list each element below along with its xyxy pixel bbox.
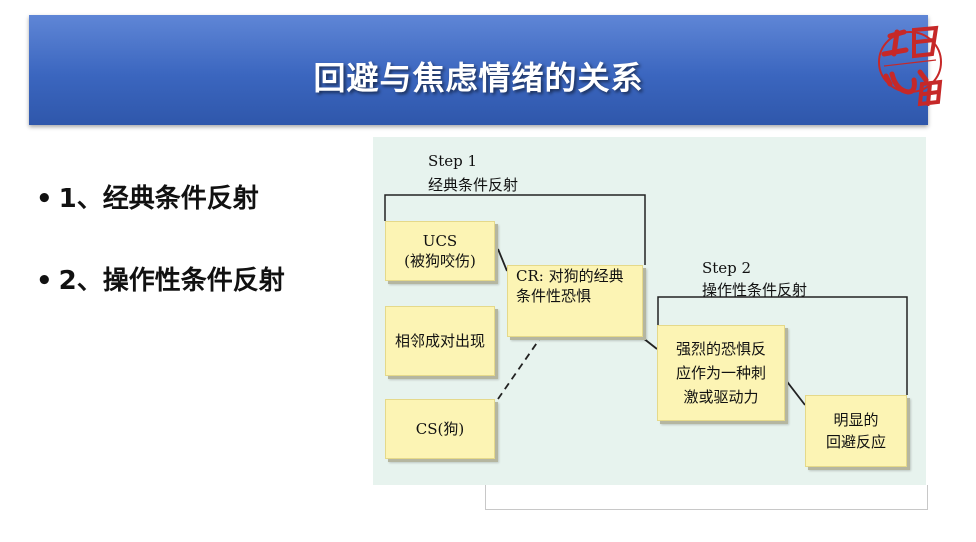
bullet-dot: •: [36, 266, 53, 296]
conditioning-diagram: Step 1 经典条件反射 Step 2 操作性条件反射 UCS (被狗咬伤) …: [373, 137, 926, 485]
cs-label: CS(狗): [415, 420, 465, 438]
bullet-list: •1、经典条件反射 •2、操作性条件反射: [36, 178, 285, 342]
step2-title: Step 2: [702, 259, 752, 277]
fear-line2: 应作为一种刺: [675, 364, 766, 382]
cr-box: CR: 对狗的经典 条件性恐惧: [507, 265, 643, 337]
step1-bracket: [384, 194, 646, 265]
bullet-text: 2、操作性条件反射: [58, 266, 285, 296]
seal-logo-icon: [878, 25, 943, 107]
ucs-label: UCS: [422, 232, 458, 250]
step2-bracket: [657, 296, 908, 395]
avoid-line1: 明显的: [833, 411, 879, 429]
ucs-to-cr-line: [497, 248, 508, 272]
cr-line2: 条件性恐惧: [516, 287, 592, 305]
bullet-text: 1、经典条件反射: [58, 184, 259, 214]
cr-to-fear-line: [642, 337, 658, 350]
fear-box: 强烈的恐惧反 应作为一种刺 激或驱动力: [657, 325, 785, 421]
sheet-edge: [485, 485, 928, 510]
fear-line1: 强烈的恐惧反: [675, 340, 766, 358]
cs-to-cr-dashed-line: [497, 336, 542, 400]
cr-line1: CR: 对狗的经典: [516, 267, 624, 285]
fear-to-avoid-line: [784, 378, 806, 406]
neighbor-label: 相邻成对出现: [394, 332, 485, 350]
bullet-dot: •: [36, 184, 53, 214]
avoid-line2: 回避反应: [825, 433, 886, 451]
connector-lines: [384, 194, 908, 406]
bullet-item: •2、操作性条件反射: [36, 260, 285, 297]
cs-box: CS(狗): [385, 399, 495, 459]
avoid-box: 明显的 回避反应: [805, 395, 907, 467]
ucs-description: (被狗咬伤): [404, 252, 476, 270]
title-banner: 回避与焦虑情绪的关系: [29, 15, 928, 125]
bullet-item: •1、经典条件反射: [36, 178, 285, 215]
step2-subtitle: 操作性条件反射: [702, 281, 808, 299]
step1-subtitle: 经典条件反射: [428, 176, 519, 194]
page-title: 回避与焦虑情绪的关系: [313, 59, 644, 97]
step1-title: Step 1: [428, 152, 478, 170]
ucs-box: UCS (被狗咬伤): [385, 221, 495, 281]
fear-line3: 激或驱动力: [683, 388, 759, 406]
neighbor-box: 相邻成对出现: [385, 306, 495, 376]
